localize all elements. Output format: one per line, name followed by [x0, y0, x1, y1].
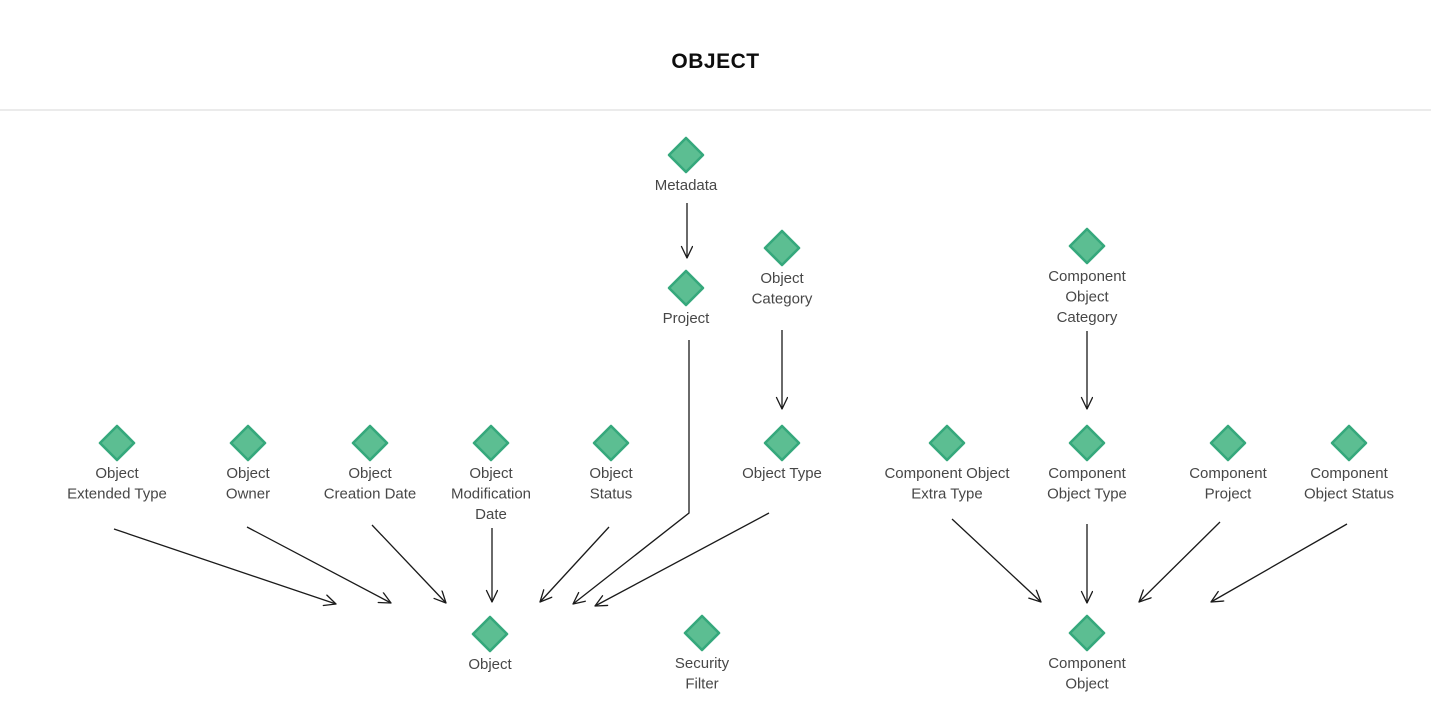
- entity-diamond-icon: [592, 424, 630, 462]
- node-metadata[interactable]: Metadata: [655, 136, 718, 194]
- entity-diamond-icon: [928, 424, 966, 462]
- entity-diamond-icon: [229, 424, 267, 462]
- node-project[interactable]: Project: [663, 269, 711, 327]
- entity-diamond-icon: [667, 269, 705, 307]
- edge-component-project-to-component-object: [1139, 521, 1221, 602]
- entity-diamond-icon: [1330, 424, 1368, 462]
- edge-object-extended-type-to-object: [113, 528, 336, 604]
- edge-object-type-to-object: [595, 512, 770, 606]
- node-label-object: Object: [468, 656, 512, 673]
- edge-component-object-extra-type-to-component-object: [951, 518, 1041, 602]
- node-object-type[interactable]: Object Type: [742, 424, 822, 482]
- edge-object-owner-to-object: [246, 526, 391, 603]
- entity-diamond-icon: [763, 229, 801, 267]
- edge-project-to-object: [573, 340, 690, 604]
- entity-diamond-icon: [472, 424, 510, 462]
- edge-object-status-to-object: [540, 526, 610, 602]
- entity-diamond-icon: [667, 136, 705, 174]
- entity-diamond-icon: [1068, 424, 1106, 462]
- entity-diamond-icon: [1068, 614, 1106, 652]
- header-divider: [0, 109, 1431, 111]
- entity-diamond-icon: [763, 424, 801, 462]
- edge-object-creation-date-to-object: [371, 524, 446, 603]
- node-object[interactable]: Object: [468, 615, 513, 673]
- edge-component-object-status-to-component-object: [1211, 523, 1348, 602]
- entity-diamond-icon: [98, 424, 136, 462]
- node-label-metadata: Metadata: [655, 177, 718, 194]
- page-title: OBJECT: [671, 50, 760, 73]
- node-label-project: Project: [663, 310, 711, 327]
- entity-diamond-icon: [1068, 227, 1106, 265]
- node-label-object-type: Object Type: [742, 465, 822, 482]
- entity-diamond-icon: [683, 614, 721, 652]
- entity-diamond-icon: [1209, 424, 1247, 462]
- edges-layer: [113, 203, 1348, 606]
- entity-diamond-icon: [471, 615, 509, 653]
- entity-diamond-icon: [351, 424, 389, 462]
